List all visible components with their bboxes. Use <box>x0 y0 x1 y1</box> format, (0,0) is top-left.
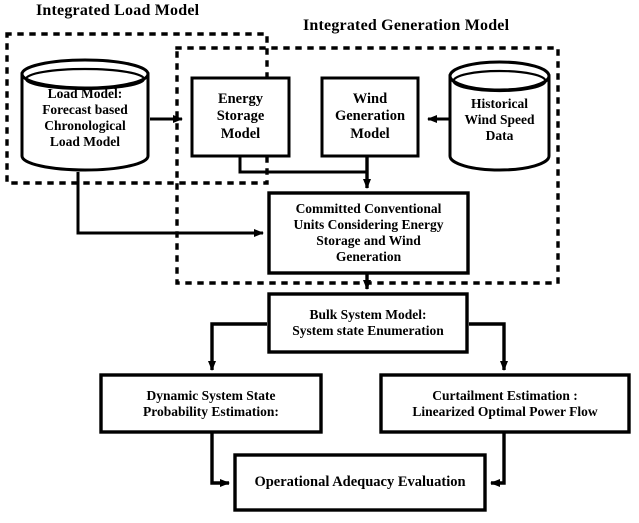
connector-energy-storage-to-committed <box>238 157 367 174</box>
connector-bulk-system-to-curtailment <box>469 322 508 371</box>
node-shape-operational-adequacy-evaluation <box>233 453 487 512</box>
node-shape-curtailment-estimation <box>379 373 631 434</box>
node-shape-wind-generation-model <box>320 76 420 158</box>
connector-bulk-system-to-dynamic-state <box>208 322 267 371</box>
node-shape-bulk-system-model <box>267 292 469 354</box>
group-label-integrated-generation-model: Integrated Generation Model <box>303 17 510 34</box>
connector-load-model-to-committed <box>76 172 264 237</box>
node-shape-load-model <box>20 58 150 172</box>
connector-curtailment-to-operational <box>490 432 506 487</box>
node-shape-dynamic-system-state-probability-estimation <box>99 373 323 434</box>
node-shape-historical-wind-speed-data <box>448 60 551 172</box>
node-shape-energy-storage-model <box>190 76 291 158</box>
group-label-integrated-load-model: Integrated Load Model <box>36 2 200 19</box>
node-shape-committed-conventional-units <box>267 191 470 275</box>
connector-dynamic-state-to-operational <box>210 432 230 487</box>
